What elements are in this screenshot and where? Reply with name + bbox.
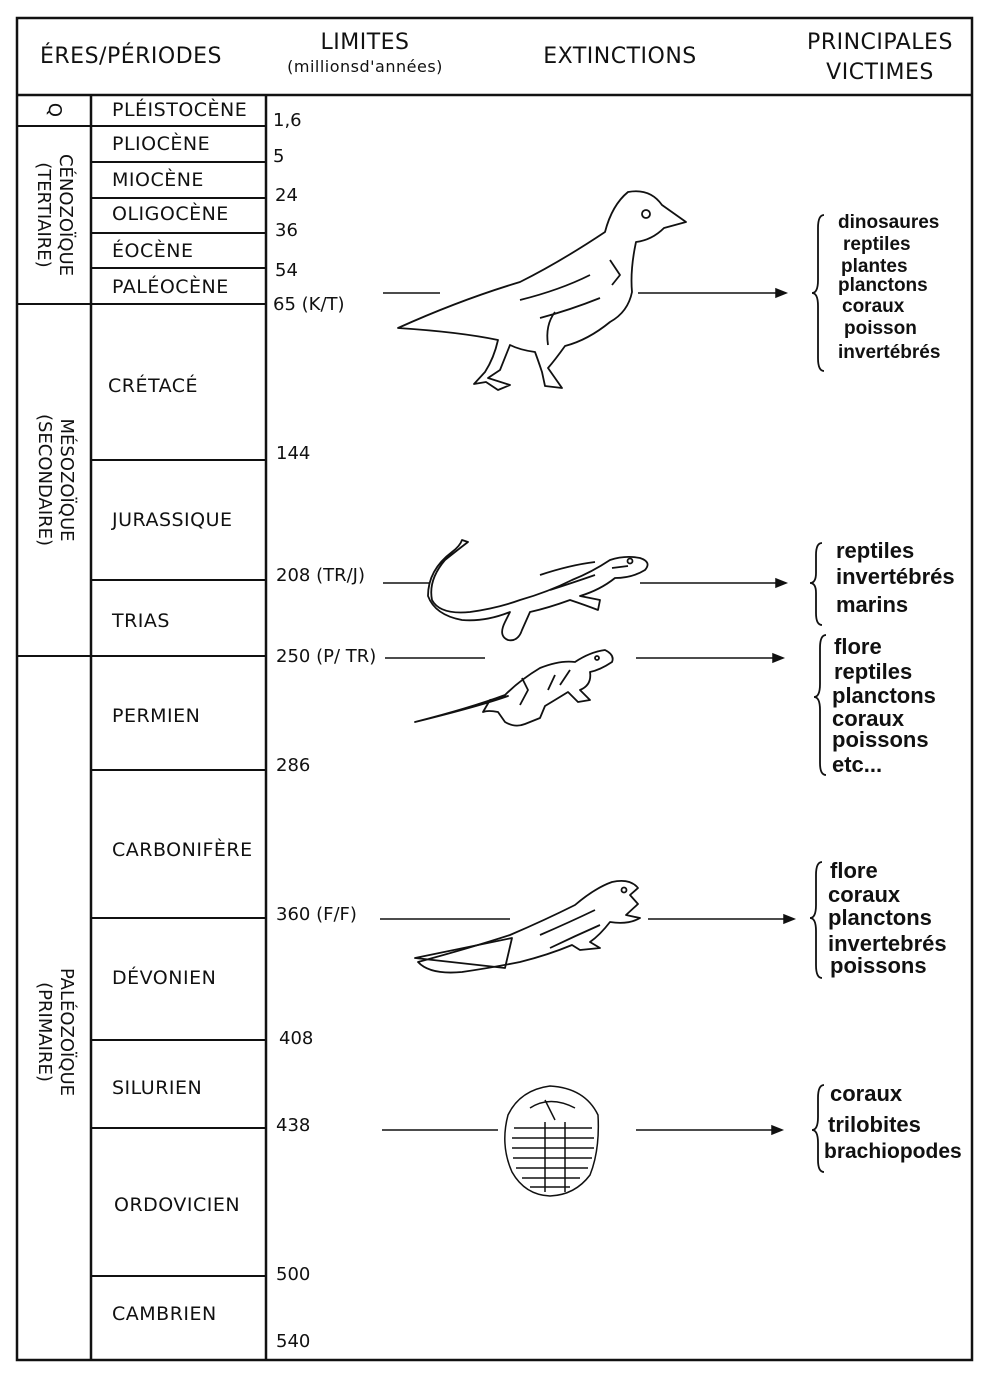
header-extinctions: EXTINCTIONS: [543, 44, 697, 69]
victim-item: etc...: [832, 752, 883, 777]
victim-item: brachiopodes: [824, 1140, 962, 1163]
victim-item: dinosaures: [838, 212, 940, 233]
victims-brace: [811, 1084, 825, 1173]
victim-item: plantes: [841, 256, 908, 277]
era-sublabel: (PRIMAIRE): [34, 982, 55, 1082]
era-sublabel: (TERTIAIRE): [33, 162, 54, 268]
dinosaur-icon: [397, 190, 687, 391]
era-label: MÉSOZOÏQUE: [56, 418, 77, 542]
victim-item: coraux: [828, 882, 901, 907]
victim-item: invertebrés: [828, 931, 947, 956]
header-eras-periods: ÉRES/PÉRIODES: [39, 44, 223, 69]
period-eocene: ÉOCÈNE: [112, 240, 194, 262]
marine-reptile-icon: [427, 539, 649, 642]
era-label: Q: [44, 102, 65, 118]
era-paleozoique: PALÉOZOÏQUE (PRIMAIRE): [33, 947, 77, 1117]
victim-item: trilobites: [828, 1112, 921, 1137]
victim-item: planctons: [838, 275, 928, 296]
limit-value: 1,6: [273, 110, 302, 131]
header-victims: PRINCIPALES VICTIMES: [790, 28, 970, 88]
period-cretace: CRÉTACÉ: [108, 375, 199, 397]
victim-item: invertébrés: [836, 564, 955, 589]
victim-item: reptiles: [836, 538, 915, 563]
era-sublabel: (SECONDAIRE): [34, 413, 55, 547]
header-limits-unit: (millionsd'années): [287, 57, 443, 76]
victim-item: invertébrés: [838, 342, 941, 363]
limit-value-kt: 65 (K/T): [273, 294, 345, 315]
extinction-arrow-kt: [383, 287, 789, 299]
extinction-arrow-ordo-sil: [382, 1124, 785, 1136]
victims-brace: [813, 634, 827, 776]
victim-item: poissons: [830, 953, 927, 978]
limit-value: 500: [276, 1264, 311, 1285]
limit-value-trj: 208 (TR/J): [276, 565, 365, 586]
victim-item: coraux: [842, 296, 905, 317]
extinction-arrow-ff: [380, 913, 797, 925]
limit-value: 540: [276, 1331, 311, 1352]
limit-value-ff: 360 (F/F): [276, 904, 357, 925]
victim-item: poissons: [832, 727, 929, 752]
period-pliocene: PLIOCÈNE: [112, 133, 211, 155]
period-paleocene: PALÉOCÈNE: [112, 276, 229, 298]
period-pleistocene: PLÉISTOCÈNE: [112, 99, 248, 121]
period-trias: TRIAS: [112, 610, 170, 632]
period-ordovicien: ORDOVICIEN: [114, 1194, 241, 1216]
period-miocene: MIOCÈNE: [112, 169, 204, 191]
victim-item: planctons: [832, 683, 936, 708]
limit-value: 286: [276, 755, 311, 776]
period-cambrien: CAMBRIEN: [112, 1303, 217, 1325]
era-quaternaire: Q: [43, 90, 65, 130]
period-carbonifere: CARBONIFÈRE: [112, 839, 253, 861]
victims-brace: [809, 542, 823, 626]
extinction-arrow-trj: [383, 577, 789, 589]
devonian-fish-icon: [414, 879, 641, 974]
period-jurassique: JURASSIQUE: [112, 509, 233, 531]
limit-value: 24: [275, 185, 298, 206]
era-label: CÉNOZOÏQUE: [55, 153, 76, 277]
victim-item: poisson: [844, 318, 917, 339]
victims-brace: [811, 214, 825, 372]
era-cenozoique: CÉNOZOÏQUE (TERTIAIRE): [32, 141, 76, 289]
extinction-arrow-ptr: [385, 652, 786, 664]
victim-item: coraux: [832, 706, 905, 731]
period-devonien: DÉVONIEN: [112, 967, 217, 989]
header-limits-title: LIMITES: [320, 30, 410, 55]
outer-border: [15, 16, 974, 1362]
header-victims-line2: VICTIMES: [826, 60, 934, 85]
era-mesozoique: MÉSOZOÏQUE (SECONDAIRE): [33, 395, 77, 565]
limit-value: 36: [275, 220, 298, 241]
victim-item: flore: [834, 634, 882, 659]
trilobite-icon: [504, 1085, 600, 1197]
header-limits: LIMITES (millionsd'années): [270, 28, 460, 76]
era-label: PALÉOZOÏQUE: [56, 967, 77, 1097]
victim-item: reptiles: [834, 659, 913, 684]
limit-value: 438: [276, 1115, 311, 1136]
header-victims-line1: PRINCIPALES: [807, 30, 953, 55]
limit-value: 5: [273, 146, 285, 167]
victims-brace: [809, 861, 823, 979]
victim-item: reptiles: [843, 234, 911, 255]
period-permien: PERMIEN: [112, 705, 201, 727]
limit-value-ptr: 250 (P/ TR): [276, 646, 377, 667]
limit-value: 144: [276, 443, 311, 464]
victim-item: planctons: [828, 905, 932, 930]
victim-item: marins: [836, 592, 909, 617]
victim-item: flore: [830, 858, 878, 883]
victim-item: coraux: [830, 1081, 903, 1106]
permian-reptile-icon: [414, 649, 614, 727]
period-silurien: SILURIEN: [112, 1077, 203, 1099]
period-oligocene: OLIGOCÈNE: [112, 203, 229, 225]
limit-value: 408: [279, 1028, 314, 1049]
limit-value: 54: [275, 260, 298, 281]
